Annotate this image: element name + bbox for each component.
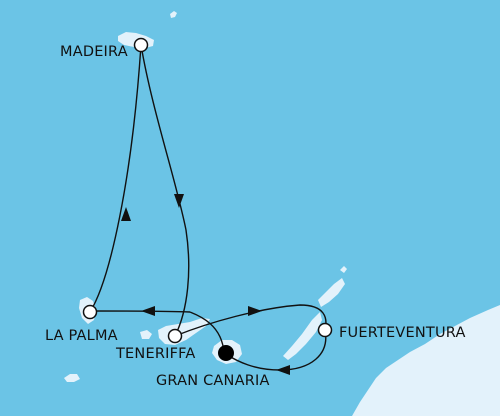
label-gran-canaria: GRAN CANARIA <box>156 373 270 389</box>
arrow-icon <box>248 306 262 316</box>
ports <box>82 37 333 361</box>
arrow-icon <box>174 194 184 208</box>
port-circle-icon[interactable] <box>317 322 333 338</box>
island-la-gomera <box>140 330 152 339</box>
island-fuerteventura <box>283 312 322 360</box>
islet-la-graciosa <box>340 266 347 273</box>
route-segment-la-palma-madeira <box>89 44 142 313</box>
route-arrows <box>121 194 290 375</box>
label-la-palma: LA PALMA <box>45 328 118 344</box>
label-madeira: MADEIRA <box>60 44 128 60</box>
route-segment-teneriffa-fuerteventura <box>174 304 327 337</box>
home-port-circle-icon[interactable] <box>218 345 234 361</box>
island-lanzarote <box>318 278 345 307</box>
island-el-hierro <box>64 374 80 382</box>
port-labels: MADEIRA LA PALMA TENERIFFA GRAN CANARIA … <box>45 44 466 389</box>
label-teneriffa: TENERIFFA <box>115 346 195 362</box>
african-coast <box>352 305 500 416</box>
arrow-icon <box>141 306 155 316</box>
label-fuerteventura: FUERTEVENTURA <box>339 325 466 341</box>
port-circle-icon[interactable] <box>133 37 149 53</box>
route-segment-madeira-teneriffa <box>140 44 190 337</box>
island-porto-santo <box>170 11 177 18</box>
arrow-icon <box>276 365 290 375</box>
port-circle-icon[interactable] <box>167 328 183 344</box>
arrow-icon <box>121 207 131 221</box>
port-circle-icon[interactable] <box>82 304 98 320</box>
